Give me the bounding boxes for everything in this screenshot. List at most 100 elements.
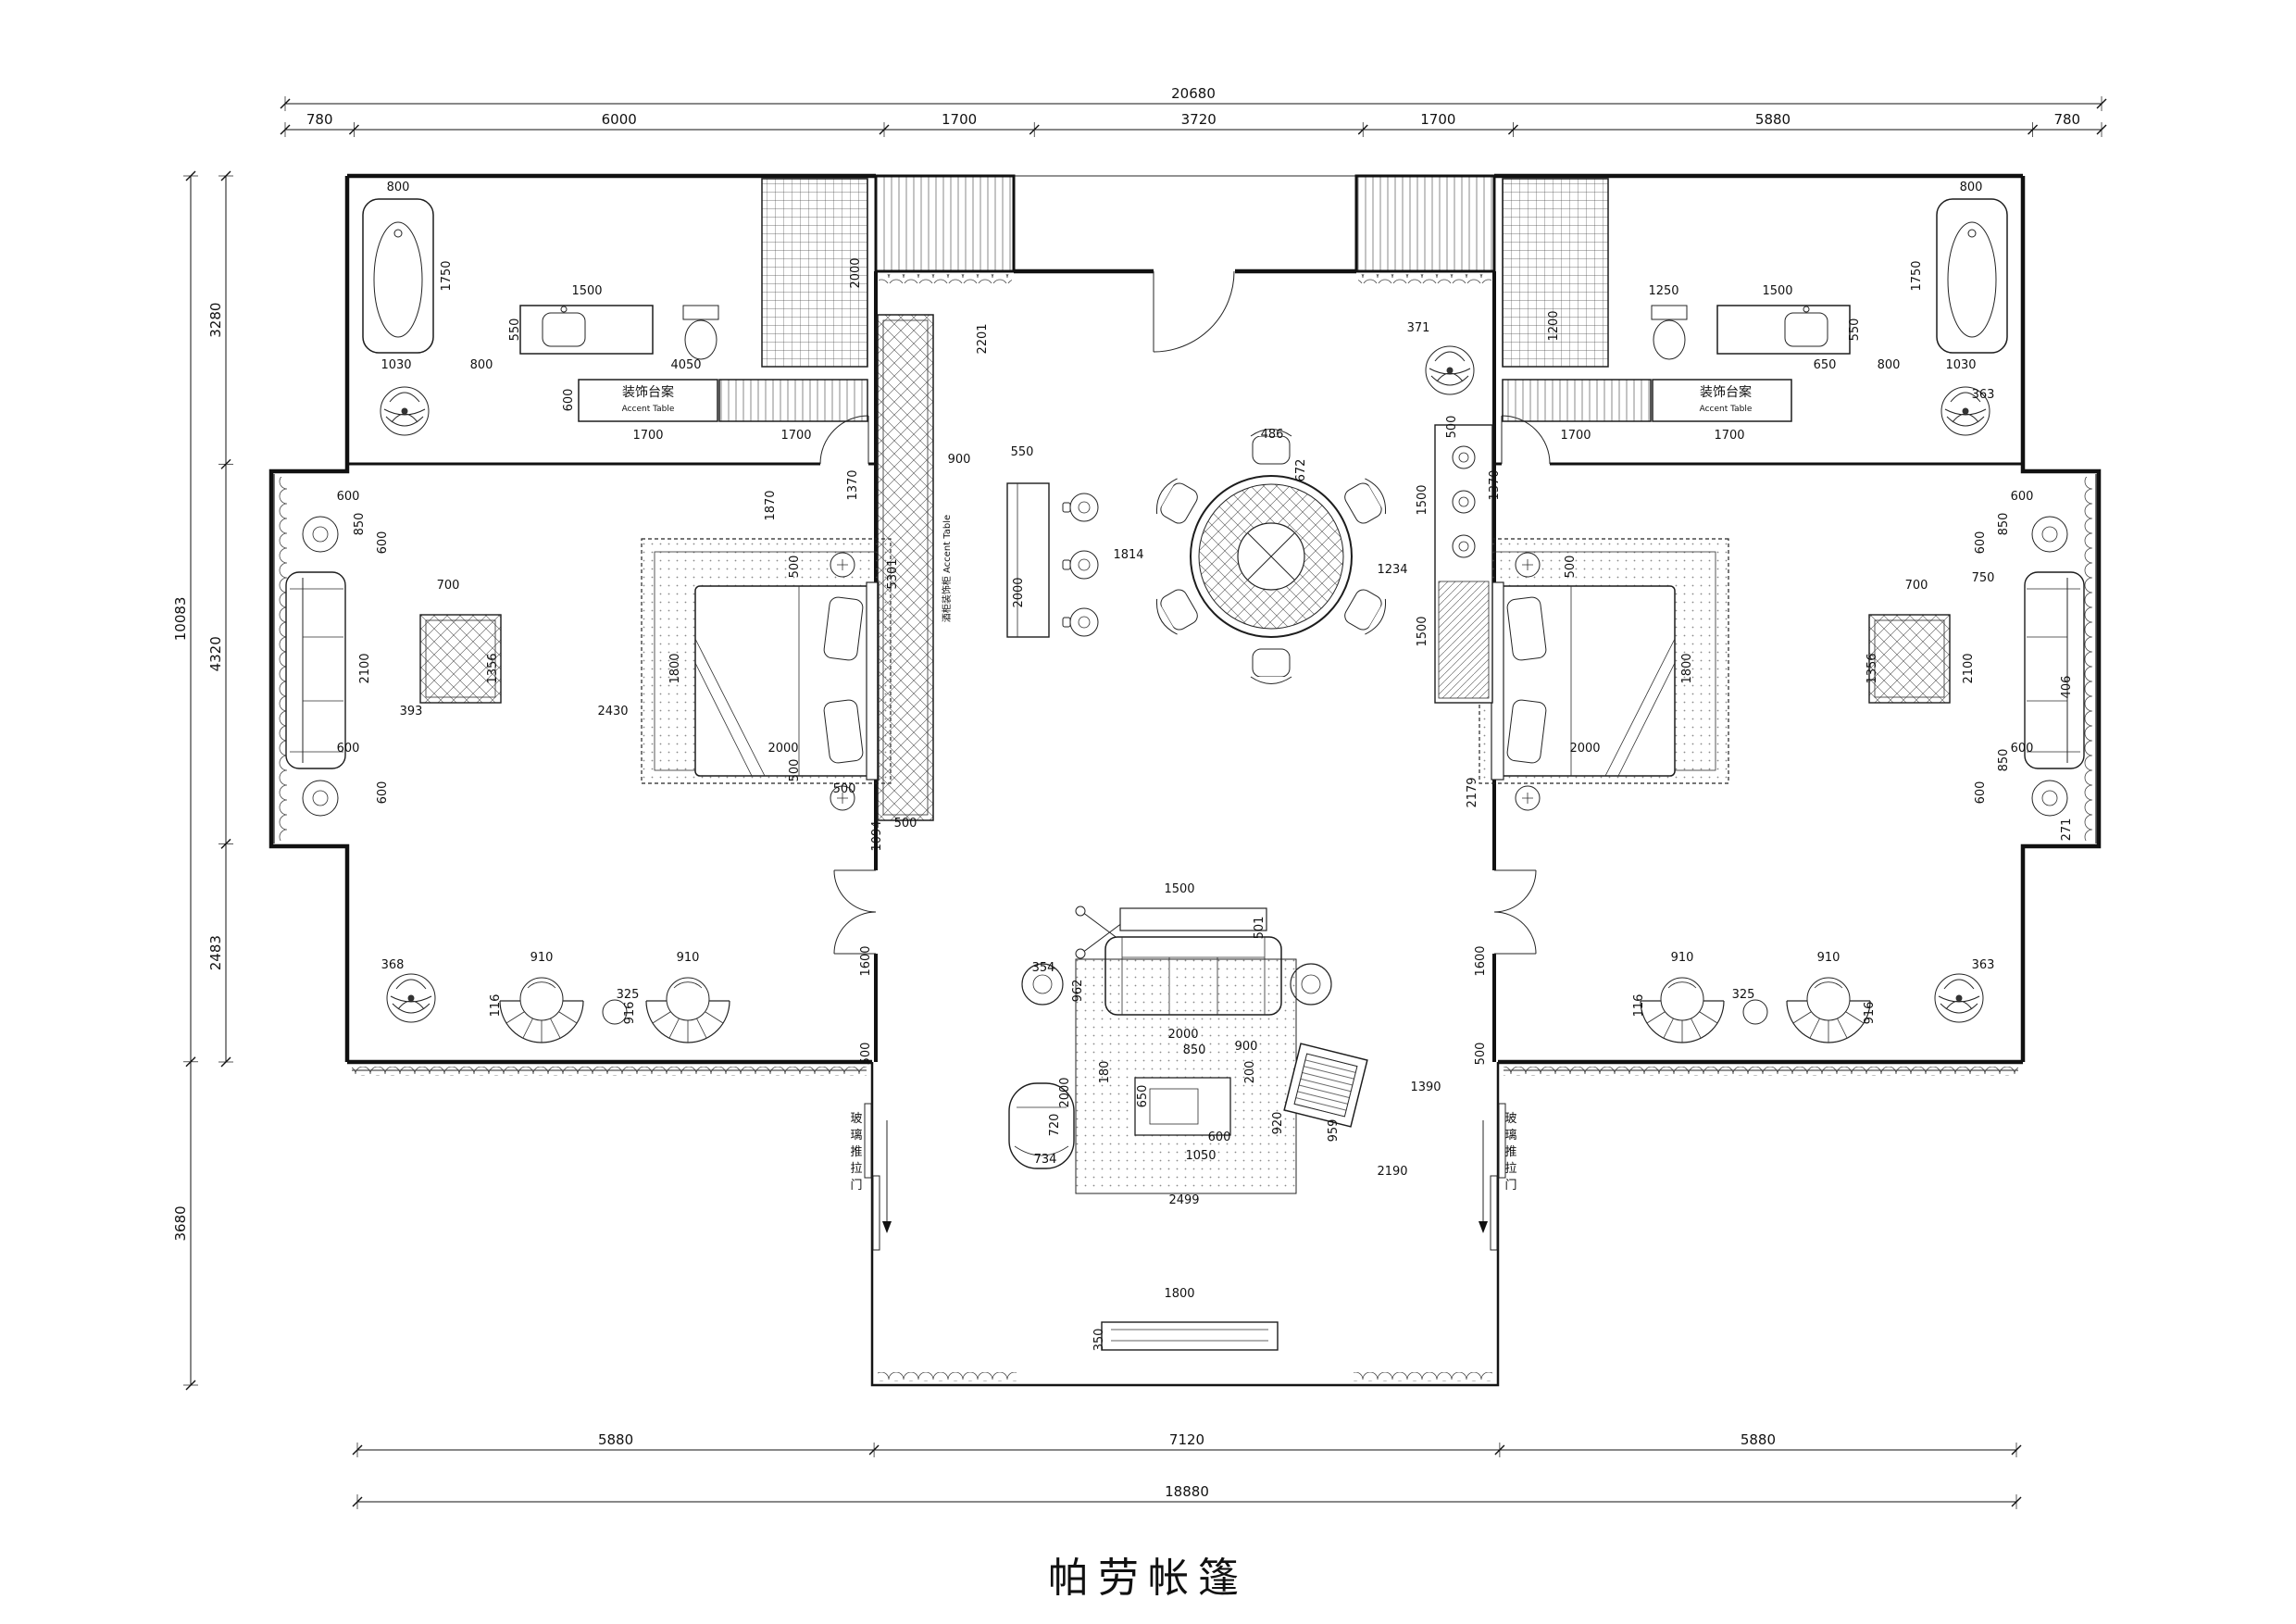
dim-label: 720: [1048, 1114, 1062, 1137]
vertical-label: 璃: [850, 1129, 862, 1143]
dim-label: 2430: [597, 705, 628, 718]
dim-label: 2000: [1167, 1028, 1198, 1042]
dim-label: 4050: [670, 358, 701, 372]
dim-chain-label: 5880: [1741, 1431, 1776, 1448]
dim-label: 650: [1136, 1085, 1150, 1108]
dim-chain-label: 1700: [1420, 111, 1455, 128]
dim-label: 600: [376, 531, 390, 555]
dim-chain-label: 4320: [207, 636, 224, 671]
wine-display-cabinet: [877, 314, 934, 821]
vertical-label: 推: [1504, 1145, 1516, 1159]
dim-label: 600: [1974, 531, 1988, 555]
deco-cabinet: [419, 614, 502, 704]
dim-label: 916: [623, 1002, 637, 1025]
dim-label: 1700: [1560, 429, 1591, 443]
dim-label: 550: [1848, 319, 1862, 342]
dim-label: 180: [1098, 1061, 1112, 1084]
dim-label: 1870: [764, 490, 778, 520]
dim-label: 2190: [1377, 1165, 1407, 1179]
dim-label: 600: [1208, 1131, 1231, 1144]
dim-chain-label: 780: [306, 111, 333, 128]
dim-label: 600: [337, 742, 360, 756]
dim-label: 1500: [1416, 484, 1429, 515]
dim-label: 2179: [1466, 777, 1479, 807]
dim-label: 500: [859, 1043, 873, 1066]
dim-label: 850: [1183, 1043, 1206, 1057]
lounge-chair: [645, 977, 730, 1043]
dim-chain-label: 18880: [1165, 1483, 1209, 1500]
dim-label: 354: [1032, 961, 1055, 975]
dim-label: 325: [1732, 988, 1755, 1002]
walls: [268, 173, 2102, 1387]
dim-label: 406: [2060, 676, 2074, 699]
entry-closet-left: [874, 174, 1016, 273]
dim-label: 2100: [358, 653, 372, 683]
dim-label: 2000: [849, 257, 863, 288]
dim-label: Accent Table: [622, 405, 675, 414]
dim-label: Accent Table: [1700, 405, 1753, 414]
dim-label: 2201: [976, 323, 990, 354]
dim-label: 916: [1863, 1002, 1877, 1025]
plant: [380, 386, 430, 436]
dim-chain-label: 3280: [207, 303, 224, 338]
vertical-label: 门: [1504, 1179, 1516, 1193]
dim-label: 600: [376, 781, 390, 805]
guest-suite-left: [285, 178, 892, 1043]
dim-label: 1814: [1113, 548, 1143, 562]
dim-label: 371: [1407, 321, 1430, 335]
dim-label: 1700: [1714, 429, 1744, 443]
dim-label: 2000: [1058, 1077, 1072, 1107]
dim-label: 959: [1327, 1119, 1341, 1143]
living-rug: [1075, 958, 1297, 1194]
dim-label: 501: [1253, 917, 1267, 940]
dim-label: 1390: [1410, 1081, 1441, 1094]
vertical-label: 玻: [850, 1112, 862, 1126]
dim-label: 2000: [1012, 577, 1026, 607]
kitchenette-counter: [1434, 424, 1493, 704]
dim-label: 550: [508, 319, 522, 342]
dim-label: 1750: [440, 260, 454, 291]
dim-label: 116: [489, 994, 503, 1018]
sliding-glass-door-left: [864, 1103, 892, 1251]
dim-label: 1356: [486, 653, 500, 683]
guest-suite-right: [1479, 179, 2084, 1043]
dim-label: 1094: [870, 820, 884, 851]
dim-label: 800: [470, 358, 493, 372]
dim-label: 1050: [1185, 1149, 1216, 1163]
dim-label: 650: [1814, 358, 1837, 372]
dim-label: 850: [1997, 513, 2011, 536]
dim-chain-label: 3720: [1181, 111, 1217, 128]
drawing-title: 帕劳帐篷: [1048, 1555, 1248, 1602]
dim-chain-label: 780: [2053, 111, 2080, 128]
dim-label: 1030: [381, 358, 411, 372]
dim-label: 1800: [668, 653, 682, 683]
dining-living-area: [864, 314, 1506, 1351]
dim-label: 734: [1034, 1153, 1057, 1167]
dim-label: 1030: [1945, 358, 1976, 372]
dim-label: 500: [1564, 556, 1578, 579]
vanity: [519, 305, 654, 355]
vertical-label: 门: [850, 1179, 862, 1193]
dim-label: 1200: [1547, 310, 1561, 341]
dim-chain-label: 10083: [172, 597, 189, 642]
dim-label: 350: [1092, 1329, 1106, 1352]
plant: [1425, 345, 1475, 395]
dim-label: 600: [337, 490, 360, 504]
dim-chain-label: 7120: [1169, 1431, 1204, 1448]
dim-label: 1500: [1164, 882, 1194, 896]
round-side-table: [1021, 963, 1064, 1006]
vertical-label: 推: [850, 1145, 862, 1159]
dim-label: 363: [1972, 388, 1995, 402]
dim-label: 1800: [1164, 1287, 1194, 1301]
dim-label: 1500: [571, 284, 602, 298]
dim-chain-label: 2483: [207, 935, 224, 970]
dim-label: 装饰台案: [1700, 384, 1752, 400]
dim-label: 900: [1235, 1040, 1258, 1054]
dim-label: 500: [788, 556, 802, 579]
dim-label: 酒柜装饰柜 Accent Table: [941, 515, 953, 622]
dim-label: 1500: [1416, 616, 1429, 646]
dim-label: 910: [677, 951, 700, 965]
dim-label: 325: [617, 988, 640, 1002]
